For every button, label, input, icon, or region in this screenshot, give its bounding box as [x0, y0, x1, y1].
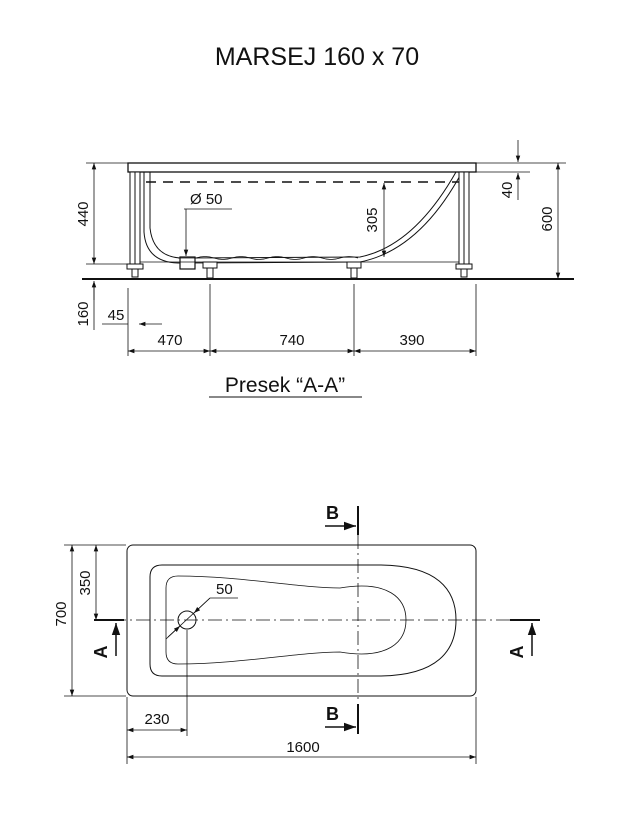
seg-c-label: 390 [399, 332, 424, 349]
seg-a-label: 470 [157, 332, 182, 349]
plan-drain-label: 50 [216, 581, 233, 598]
section-mark-a-right-label: A [507, 646, 527, 659]
section-caption: Presek “A-A” [225, 374, 345, 397]
section-view: Ø 50 305 440 160 45 40 600 47 [75, 140, 574, 398]
section-mark-b-bottom: B [325, 704, 359, 734]
right-frame [455, 171, 473, 278]
section-mark-a-left-label: A [91, 646, 111, 659]
drain-arrow-out [193, 597, 211, 614]
total-height-label: 440 [75, 201, 92, 226]
seg-b-label: 740 [279, 332, 304, 349]
left-frame [126, 171, 144, 278]
drain-circle [177, 610, 197, 630]
drawing-title: MARSEJ 160 x 70 [215, 43, 419, 71]
drain-arrow-in [165, 625, 181, 640]
drain-diameter-label: Ø 50 [190, 191, 223, 208]
tub-rim [127, 162, 477, 173]
floor-to-base-label: 160 [75, 301, 92, 326]
half-width-label: 350 [77, 570, 94, 595]
width-label: 700 [53, 601, 70, 626]
section-mark-b-top: B [325, 503, 359, 535]
drain-fitting [179, 256, 196, 270]
length-label: 1600 [286, 739, 319, 756]
section-mark-b-bottom-label: B [326, 704, 339, 724]
tub-outline-outer [126, 544, 477, 697]
inner-depth-label: 305 [364, 207, 381, 232]
overall-height-label: 600 [539, 206, 556, 231]
middle-support-right [346, 261, 362, 279]
tub-basin-inner [165, 575, 407, 665]
tub-basin-outer [149, 564, 457, 677]
middle-support-left [202, 261, 218, 279]
leg-offset-label: 45 [108, 307, 125, 324]
section-mark-a-left: A [91, 619, 124, 659]
section-mark-a-right: A [507, 619, 540, 659]
tub-body-inner [149, 171, 457, 259]
tub-body [143, 171, 463, 264]
tub-bottom-texture [195, 256, 359, 260]
plan-view: 50 B B A A 350 700 [53, 503, 540, 764]
section-mark-b-top-label: B [326, 503, 339, 523]
drain-offset-label: 230 [144, 711, 169, 728]
rim-thickness-label: 40 [499, 182, 516, 199]
